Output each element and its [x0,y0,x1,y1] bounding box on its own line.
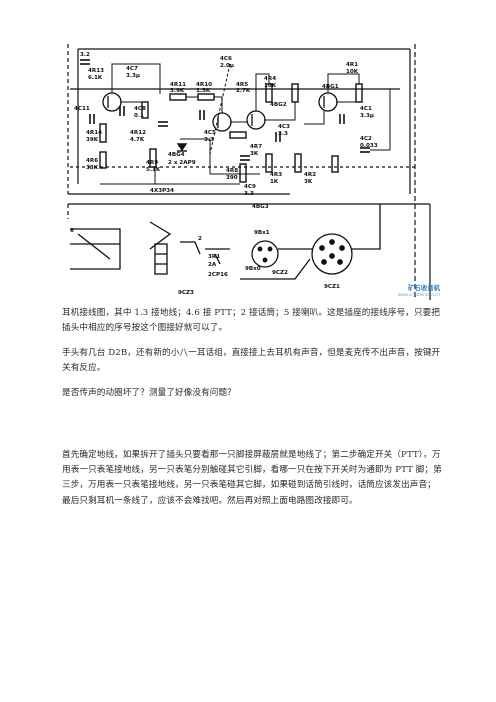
paragraph-followup: 是否传声的动圈坏了？测量了好像没有问题？ [62,388,236,398]
component-label: 2A [208,262,217,268]
component-label: 3.3μ [126,73,140,79]
component-label: 3.3 [204,137,214,143]
component-label: 4R7 [250,144,262,150]
diode-group [176,143,188,152]
component-label: 9CZ2 [272,270,288,276]
component-label: 390 [226,175,238,181]
component-label: 4X3P34 [150,188,174,194]
component-label: 3R1 [208,254,220,260]
component-label: 4R5 [236,82,248,88]
component-label: 2.0μ [220,63,234,69]
component-label: 4C6 [220,56,232,62]
component-label: 0.033 [360,143,378,149]
component-label: 4R9 [146,160,158,166]
component-label: 2 [198,236,202,242]
watermark-text: 矿石收音机 [408,284,440,292]
component-label: 4.7K [130,137,145,143]
transistor-group [102,92,338,132]
component-label: 4BG2 [270,102,287,108]
component-label: 2 x 2AP9 [168,160,196,166]
component-label: 4BG4 [168,152,185,158]
schematic-drawing: 3.24R136.1K4C73.3μ4C80.14R113.9K4R101.5K… [67,44,431,300]
component-label: 4BG1 [322,84,339,90]
component-label: 4BG3 [252,204,269,210]
component-label: 1K [270,179,279,185]
paragraph-answer: 首先确定地线，如果拆开了插头只要看那一只脚接屏蔽层就是地线了；第二步确定开关（P… [62,450,442,506]
connector-section [70,204,381,280]
component-label: 4R10 [196,82,212,88]
component-label: 4R6 [86,158,98,164]
component-label: 9Bx0 [245,266,261,272]
component-label: 3K [304,179,313,185]
component-label: 10K [346,69,359,75]
component-label: 1.5K [196,88,211,94]
component-label: 4C9 [244,184,256,190]
paragraph-wiring-note: 耳机接线图，其中 1.3 接地线；4.6 接 PTT；2 接话筒；5 接喇叭。这… [62,308,441,334]
board-outline [67,44,431,300]
component-label: 4C11 [74,106,90,112]
component-label: 3.9K [170,88,185,94]
component-label: 4R1 [346,62,358,68]
capacitor-group [80,59,370,161]
component-label: 2CP16 [208,272,228,278]
component-label: 3.2 [80,52,90,58]
component-label: 10K [264,83,277,89]
component-label: 4R4 [264,76,276,82]
wiring [100,63,391,185]
component-label: 4C2 [360,136,372,142]
component-label: 3K [250,151,259,157]
component-label: 6 [70,228,74,234]
component-label: 4C7 [126,66,138,72]
watermark-url: www.crystalradio.cn [397,292,440,297]
component-label: 4R2 [304,172,316,178]
component-label: 3.3 [278,131,288,137]
component-label: 4R8 [226,168,238,174]
component-label: 4C3 [278,124,290,130]
component-label: 4R3 [270,172,282,178]
component-label: 9CZ3 [178,290,194,296]
component-label: 5.1K [146,167,161,173]
schematic-labels: 3.24R136.1K4C73.3μ4C80.14R113.9K4R101.5K… [70,52,378,296]
component-label: 0.1 [134,113,144,119]
component-label: 4R11 [170,82,186,88]
component-label: 4C5 [204,130,216,136]
component-label: 4C8 [134,106,146,112]
component-label: 39K [86,137,99,143]
watermark-logo: 矿石收音机 www.crystalradio.cn [370,284,440,298]
component-label: 9Bx1 [254,230,270,236]
component-label: 2.7K [236,88,251,94]
component-label: 3.3μ [360,113,374,119]
component-label: 6.1K [88,75,103,81]
component-label: 4C1 [360,106,372,112]
component-label: 4R14 [86,130,102,136]
resistor-group [99,83,363,183]
component-label: 4R12 [130,130,146,136]
component-label: 33K [86,165,99,171]
component-label: 4R13 [88,68,104,74]
component-label: 3.3 [244,191,254,197]
component-label: 9CZ1 [324,284,340,290]
paragraph-question: 手头有几台 D2B，还有新的小八一耳话组，直接接上去耳机有声音，但是麦克传不出声… [62,348,441,374]
